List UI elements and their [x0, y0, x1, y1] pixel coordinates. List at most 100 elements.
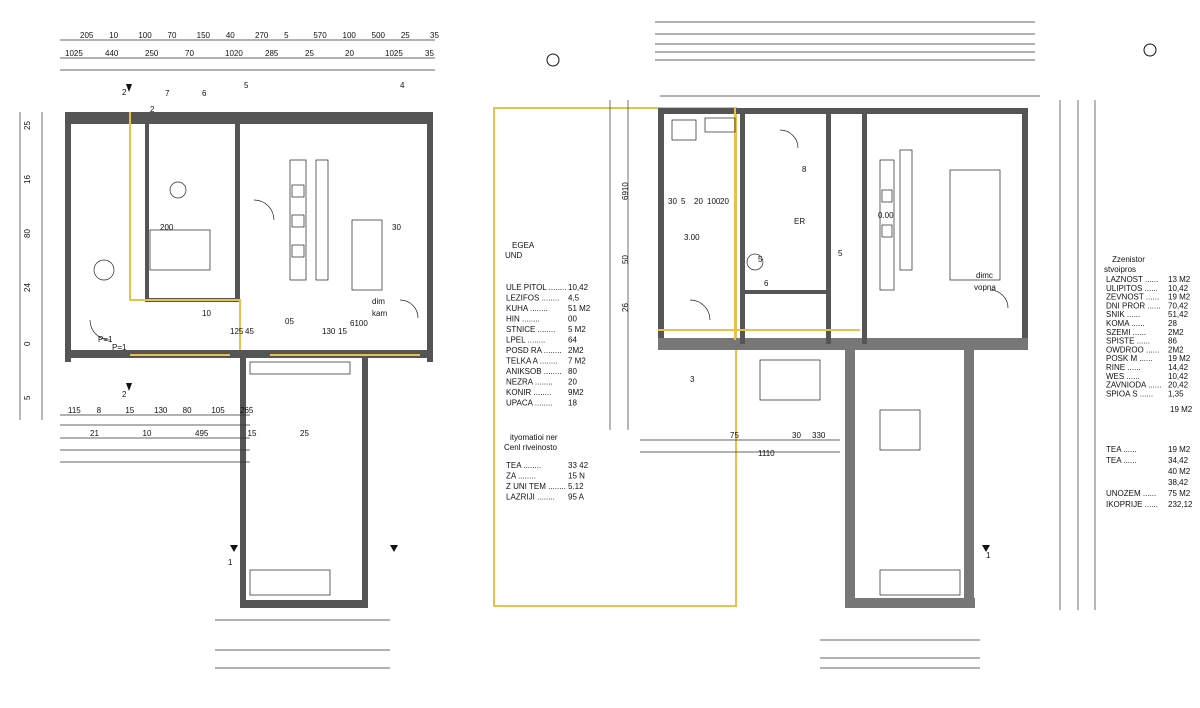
- room-dimension-label: 45: [245, 327, 254, 336]
- left-top-dimension-lines: [60, 39, 435, 71]
- room-dimension-label: 10: [202, 309, 211, 318]
- legend-heading: UND: [505, 251, 523, 260]
- legend-heading: EGEA: [512, 241, 535, 250]
- legend-room-name: Z UNI TEM ........: [506, 482, 566, 491]
- bottom-dimension-label: 15: [248, 429, 257, 438]
- legend-room-name: STNICE ........: [506, 325, 555, 334]
- legend-room-name: ZEVNOST ......: [1106, 293, 1159, 302]
- legend-room-name: ZAVNIODA ......: [1106, 381, 1161, 390]
- right-room-numbers: 8 5 5 6 3 1: [690, 165, 991, 560]
- top-dimension-label: 440: [105, 49, 119, 58]
- room-number: 2: [150, 105, 155, 114]
- legend-room-area: 2M2: [1168, 345, 1184, 354]
- legend-room-name: SPISTE ......: [1106, 337, 1150, 346]
- legend-room-name: TEA ........: [506, 461, 541, 470]
- left-section-labels: 2 2 1: [122, 88, 233, 567]
- fireplace-label: dimc: [976, 271, 993, 280]
- legend-room-name: IKOPRIJE ......: [1106, 500, 1158, 509]
- legend-room-area: 10,42: [1168, 284, 1189, 293]
- legend-room-area: 15 N: [568, 472, 585, 481]
- room-number: 1: [986, 551, 991, 560]
- left-side-dimension-lines: [19, 112, 43, 420]
- top-dimension-label: 35: [430, 31, 439, 40]
- legend-room-name: LEZIFOS ........: [506, 294, 559, 303]
- top-dimension-label: 5: [284, 31, 289, 40]
- legend-room-area: 4,5: [568, 294, 580, 303]
- top-dimension-label: 10: [109, 31, 118, 40]
- legend-room-name: RINE ......: [1106, 363, 1141, 372]
- top-dimension-label: 570: [313, 31, 327, 40]
- side-dimension-label: 0: [23, 341, 32, 346]
- dimension-label: 330: [812, 431, 826, 440]
- room-number: 5: [838, 249, 843, 258]
- legend-room-name: SNIK ......: [1106, 310, 1140, 319]
- legend-room-area: 19 M2: [1168, 354, 1191, 363]
- top-dimension-label: 1025: [385, 49, 403, 58]
- room-dimension-label: 30: [392, 223, 401, 232]
- legend-room-name: UPACA ........: [506, 399, 553, 408]
- section-label: 1: [228, 558, 233, 567]
- legend-room-name: NEZRA ........: [506, 378, 553, 387]
- left-bottom-dimension-lines: [60, 414, 390, 669]
- legend-room-area: 51,42: [1168, 310, 1189, 319]
- legend-room-area: 9M2: [568, 388, 584, 397]
- bottom-dimension-label: 115: [68, 406, 81, 415]
- legend-room-name: ANIKSOB ........: [506, 367, 562, 376]
- legend-room-area: 20,42: [1168, 381, 1189, 390]
- legend-room-area: 10,42: [568, 283, 589, 292]
- section-label: 2: [122, 390, 127, 399]
- room-number: 8: [802, 165, 807, 174]
- legend-room-area: 80: [568, 367, 577, 376]
- top-dimension-label: 250: [145, 49, 159, 58]
- right-top-dimension-lines: [655, 21, 1040, 97]
- dimension-label: 26: [621, 303, 630, 312]
- bottom-dimension-label: 25: [300, 429, 309, 438]
- dimension-label: 20: [694, 197, 703, 206]
- bottom-dimension-label: 15: [125, 406, 134, 415]
- room-number: 6: [764, 279, 769, 288]
- side-dimension-label: 24: [23, 283, 32, 292]
- legend-room-name: ULE PITOL ........: [506, 283, 566, 292]
- dimension-label: 6910: [621, 182, 630, 200]
- room-number: 5: [758, 255, 763, 264]
- room-number: 7: [165, 89, 170, 98]
- legend-room-name: LAZRIJI ........: [506, 493, 555, 502]
- dimension-label: 3.00: [684, 233, 700, 242]
- room-number: 4: [400, 81, 405, 90]
- legend-room-area: 38,42: [1168, 478, 1189, 487]
- bottom-dimension-label: 10: [143, 429, 152, 438]
- top-dimension-label: 35: [425, 49, 434, 58]
- fireplace-label: vopna: [974, 283, 996, 292]
- bottom-dimension-label: 21: [90, 429, 99, 438]
- dimension-label: 50: [621, 255, 630, 264]
- top-dimension-label: 1025: [65, 49, 83, 58]
- dimension-label: 5: [681, 197, 686, 206]
- left-zone-outline: [129, 112, 420, 356]
- legend-room-area: 34,42: [1168, 456, 1189, 465]
- level-label: P=1: [112, 343, 127, 352]
- dimension-label: 20: [720, 197, 729, 206]
- right-side-dimension-lines: [609, 100, 1096, 610]
- legend-room-area: 5 M2: [568, 325, 586, 334]
- legend-room-area: 28: [1168, 319, 1177, 328]
- legend-heading: ityomatioi ner: [510, 433, 558, 442]
- right-furniture: [671, 117, 1009, 596]
- room-number: 3: [690, 375, 695, 384]
- legend-room-name: POSD RA ........: [506, 346, 562, 355]
- legend-room-area: 7 M2: [568, 357, 586, 366]
- dimension-label: 75: [730, 431, 739, 440]
- legend-room-name: TEA ......: [1106, 445, 1137, 454]
- legend-room-area: 1,35: [1168, 389, 1184, 398]
- legend-room-name: KUHA ........: [506, 304, 548, 313]
- legend-room-name: TELKA A ........: [506, 357, 558, 366]
- fireplace-label: dim: [372, 297, 385, 306]
- top-dimension-label: 25: [305, 49, 314, 58]
- legend-room-name: ULIPITOS ......: [1106, 284, 1158, 293]
